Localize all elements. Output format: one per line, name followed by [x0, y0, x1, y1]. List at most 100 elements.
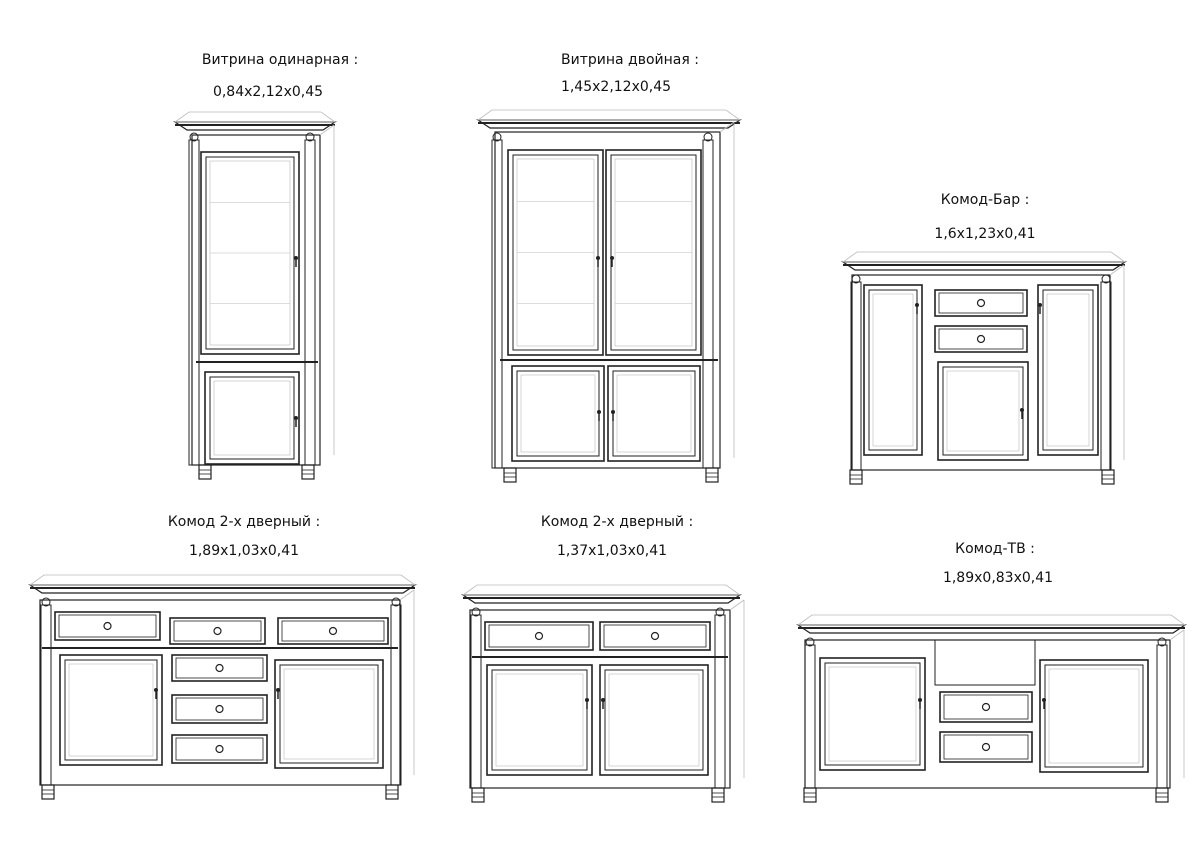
item-size-komod-bar: 1,6x1,23x0,41 — [934, 226, 1036, 242]
foot — [705, 467, 719, 483]
column — [304, 139, 316, 466]
drawer-inner — [603, 624, 707, 648]
drawer-knob-icon — [976, 298, 986, 308]
left-door — [819, 657, 926, 771]
left-door-inset — [68, 663, 154, 757]
foot — [503, 467, 517, 483]
drawer-knob-icon — [534, 631, 544, 641]
item-size-komod-medium: 1,37x1,03x0,41 — [556, 543, 668, 559]
left-door-inner — [491, 669, 588, 771]
handle-icon — [610, 256, 614, 260]
item-title-komod-large: Комод 2-х дверный : — [167, 514, 321, 530]
right-door-inner — [1042, 289, 1094, 451]
upper-glass-door — [200, 151, 300, 355]
komod-medium-body — [469, 609, 731, 789]
right-door-inset — [1046, 293, 1090, 447]
item-title-double-vitrine: Витрина двойная : — [561, 52, 699, 68]
drawer-inner — [938, 328, 1024, 350]
foot — [198, 464, 212, 480]
item-size-komod-tv: 1,89x0,83x0,41 — [942, 570, 1054, 586]
right-door-inner — [1044, 664, 1144, 768]
drawer — [484, 621, 594, 651]
item-title-komod-medium: Комод 2-х дверный : — [540, 514, 694, 530]
depth — [319, 124, 335, 136]
drawer-knob-icon — [981, 742, 991, 752]
column-cap — [189, 132, 199, 142]
left-door-inner — [824, 662, 921, 766]
drawer-knob-icon — [981, 702, 991, 712]
foot — [301, 464, 315, 480]
right-glass-door — [605, 149, 702, 356]
komod-bar-body — [851, 274, 1111, 471]
foot — [711, 787, 725, 803]
middle-door-inset — [946, 370, 1020, 452]
right-door-inner — [279, 664, 379, 764]
lower-door — [204, 371, 300, 465]
left-door-inner — [64, 659, 158, 761]
drawer-inner — [175, 657, 264, 679]
upper-glass-door-inner — [205, 156, 295, 350]
handle-icon — [276, 688, 280, 692]
handle-icon — [154, 688, 158, 692]
drawer — [171, 694, 268, 724]
left-door-inner — [868, 289, 918, 451]
column-cap — [1157, 637, 1167, 647]
drawer — [171, 654, 268, 682]
drawer-inner — [943, 734, 1029, 760]
foot — [385, 784, 399, 800]
drawer — [277, 617, 389, 645]
handle-icon — [915, 303, 919, 307]
lower-left-door-inset — [520, 374, 596, 453]
right-door-inner — [604, 669, 704, 771]
handle-icon — [596, 256, 600, 260]
drawer-knob-icon — [213, 626, 222, 636]
drawer-inner — [173, 620, 262, 642]
handle-icon — [1038, 303, 1042, 307]
column — [804, 644, 816, 789]
top-depth — [796, 614, 1187, 626]
drawer-knob-icon — [650, 631, 660, 641]
handle-icon — [597, 410, 601, 414]
column-cap — [805, 637, 815, 647]
column-cap — [851, 274, 861, 284]
drawer-knob-icon — [215, 744, 224, 754]
foot — [471, 787, 485, 803]
lower-right-door-inner — [612, 370, 696, 457]
right-door — [1039, 659, 1149, 773]
lower-right-door — [607, 365, 701, 462]
column-cap — [715, 607, 725, 617]
drawer — [169, 617, 266, 645]
drawer-knob-icon — [215, 663, 224, 673]
depth — [399, 589, 415, 601]
column — [702, 139, 714, 469]
right-door — [599, 664, 709, 776]
foot — [849, 469, 863, 485]
lower-door-inset — [213, 380, 291, 456]
right-door-inset — [608, 673, 700, 767]
top-depth — [28, 574, 417, 586]
depth — [719, 121, 735, 133]
column-cap — [41, 597, 51, 607]
handle-icon — [294, 256, 298, 260]
foot — [1155, 787, 1169, 803]
komod-tv-body — [804, 639, 1171, 789]
drawer-knob-icon — [215, 704, 224, 714]
foot — [41, 784, 55, 800]
drawer-inner — [943, 694, 1029, 720]
item-size-single-vitrine: 0,84x2,12x0,45 — [212, 84, 324, 100]
komod-large-body — [39, 599, 401, 786]
handle-icon — [611, 410, 615, 414]
foot — [1101, 469, 1115, 485]
handle-icon — [585, 698, 589, 702]
handle-icon — [601, 698, 605, 702]
right-door-inset — [1048, 668, 1140, 764]
left-glass-door — [507, 149, 604, 356]
right-door-inset — [283, 668, 375, 760]
drawer-knob-icon — [328, 626, 338, 636]
depth — [1169, 629, 1185, 641]
item-size-double-vitrine: 1,45x2,12x0,45 — [560, 79, 672, 95]
drawer — [934, 325, 1028, 353]
drawer-inner — [488, 624, 590, 648]
